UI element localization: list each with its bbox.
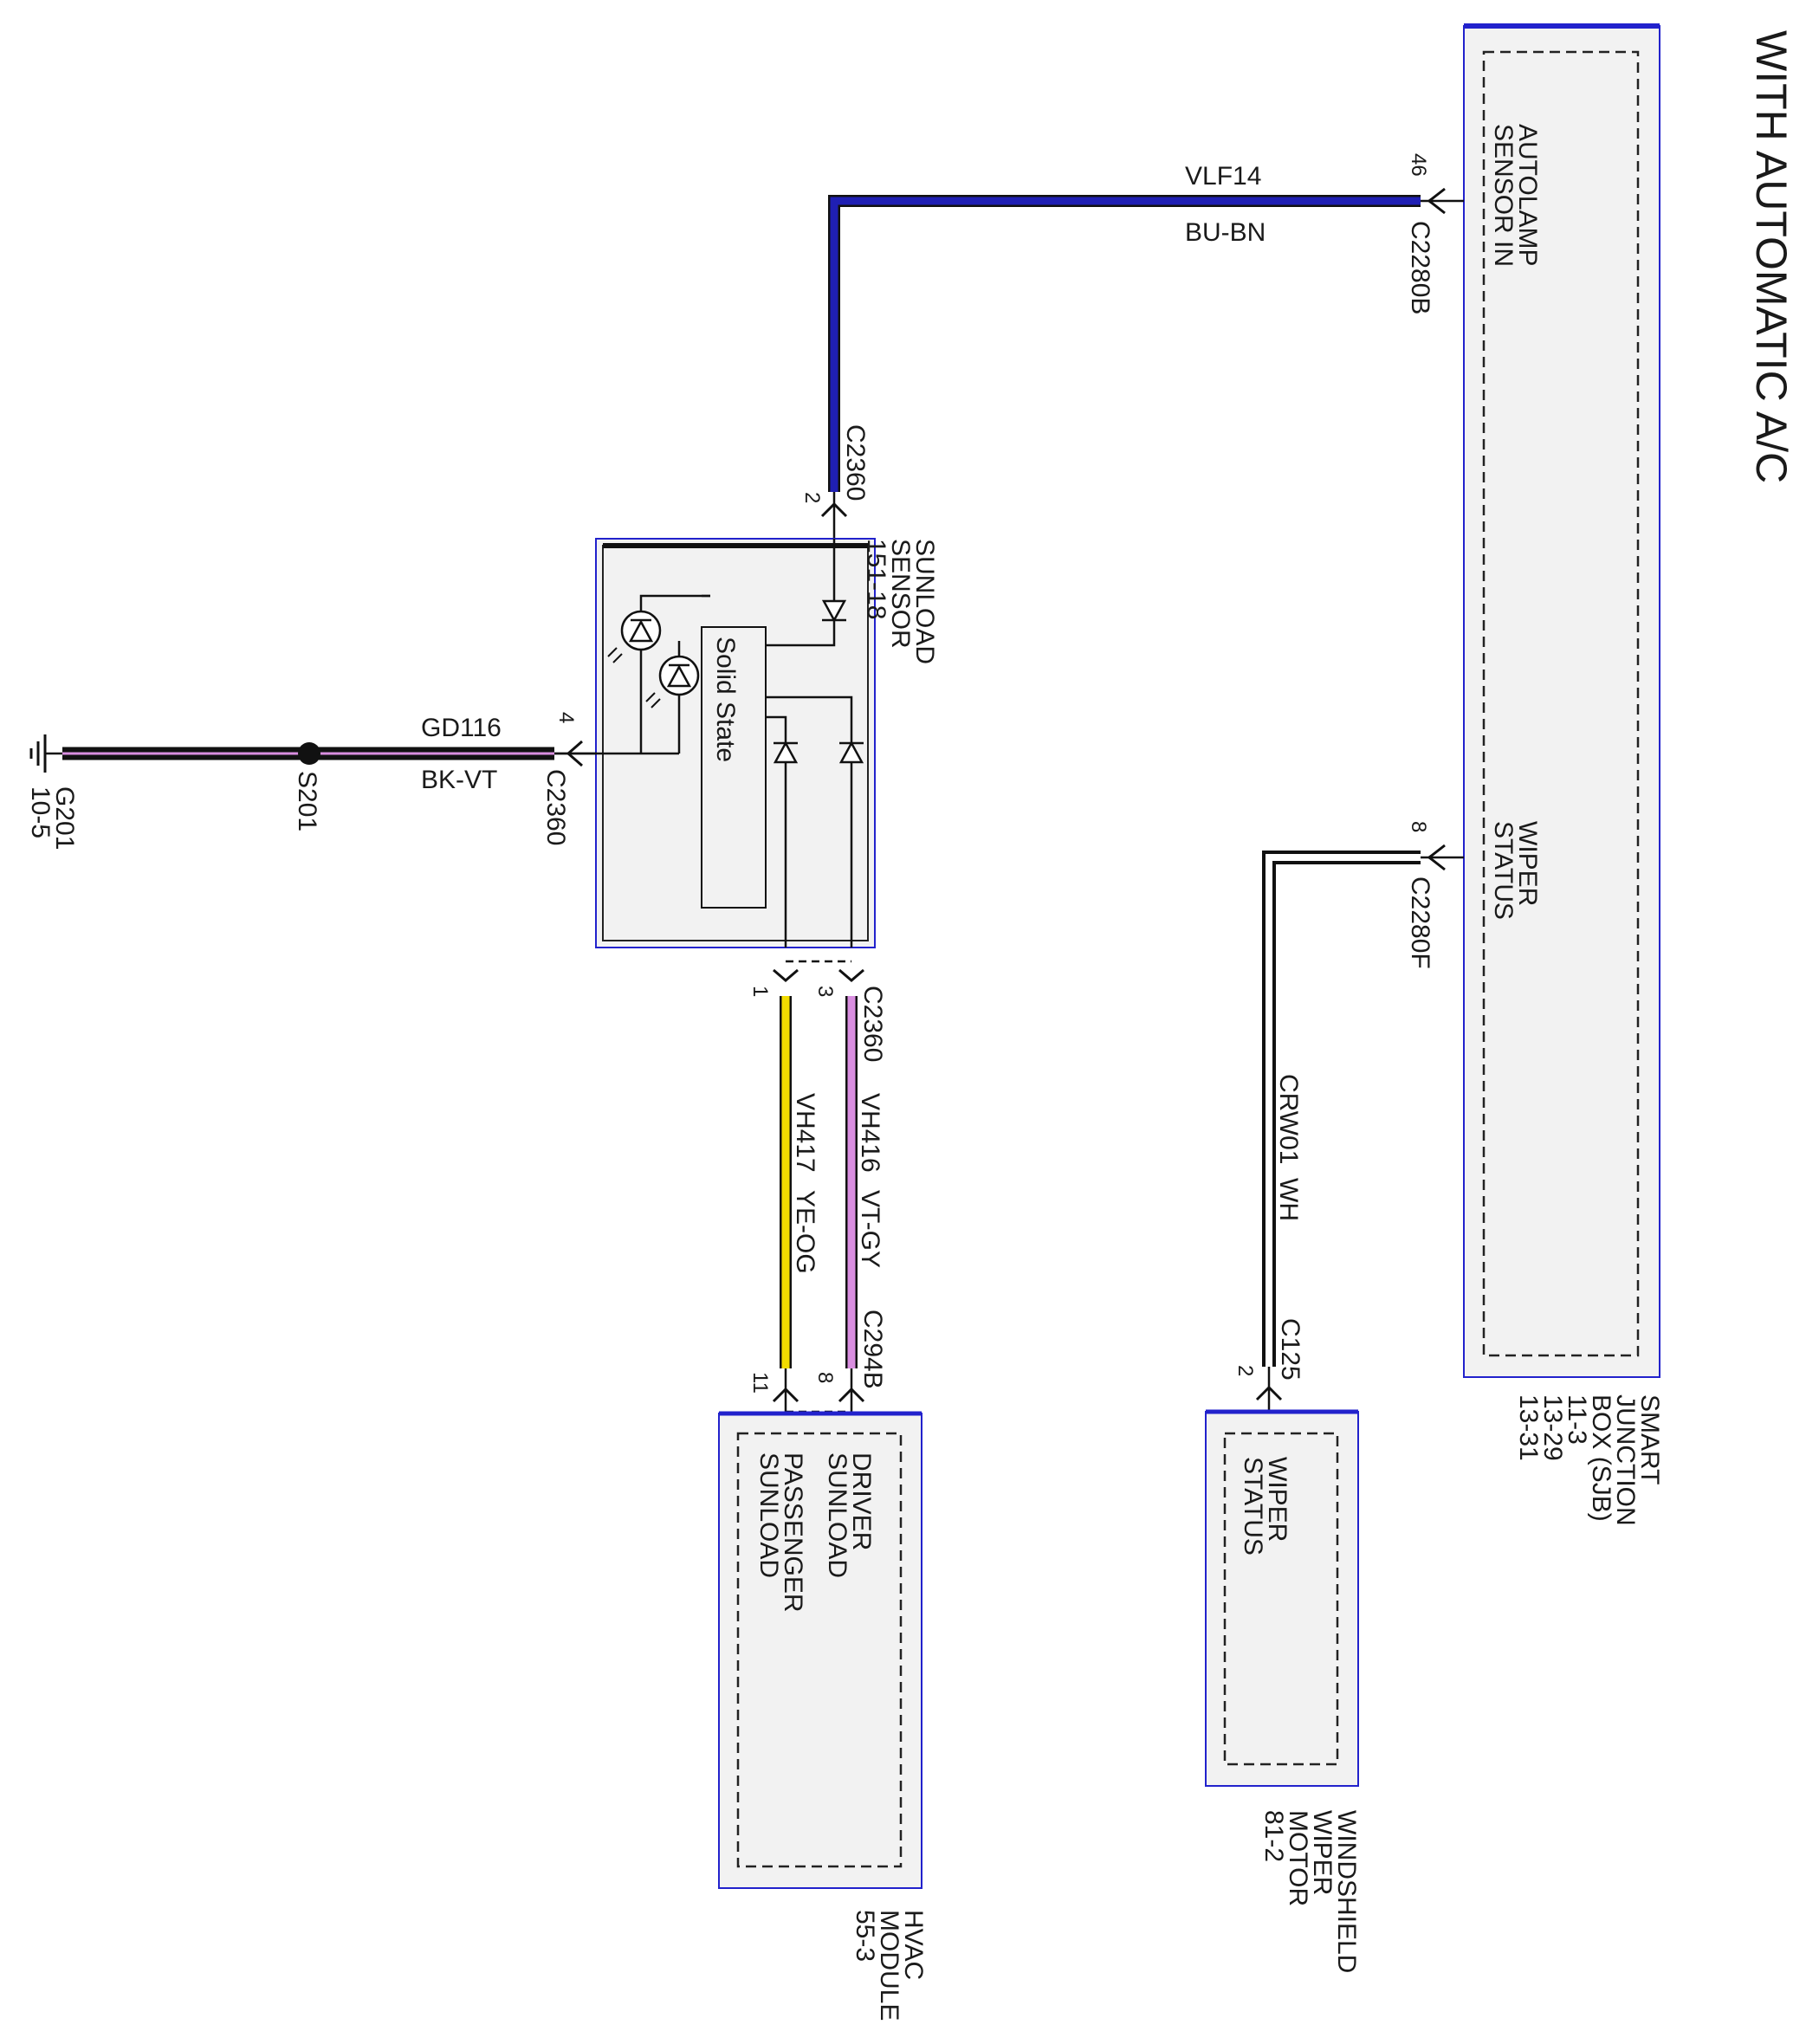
svg-text:HVAC: HVAC: [899, 1910, 928, 1980]
wire-crw01: 8 C2280F CRW01 WH: [1262, 821, 1464, 1367]
photodiode-1: [607, 610, 662, 663]
connector-c2360-bottom: C2360: [858, 986, 887, 1062]
wiper-motor-name: WINDSHIELD WIPER MOTOR 81-2: [1259, 1810, 1361, 1973]
pin-1-sunload: 1: [748, 986, 772, 997]
sunload-sensor: Solid State: [554, 538, 939, 948]
wire-vh416-color: VT-GY: [856, 1190, 884, 1268]
page-title: WITH AUTOMATIC A/C: [1747, 30, 1796, 483]
svg-text:DRIVER: DRIVER: [847, 1452, 876, 1550]
connector-c2360-top: C2360: [841, 424, 870, 501]
wire-vh417-color: YE-OG: [791, 1190, 819, 1274]
wire-vh416-circuit: VH416: [856, 1093, 884, 1173]
diode-a: [773, 741, 799, 764]
ground-g201-label: G201 10-5: [26, 786, 79, 850]
diode-b: [838, 741, 864, 764]
sunload-sensor-name: SUNLOAD SENSOR 151-18: [862, 539, 939, 664]
svg-text:SENSOR IN: SENSOR IN: [1489, 124, 1518, 267]
svg-text:13-31: 13-31: [1514, 1394, 1543, 1461]
hvac-driver-label: DRIVER SUNLOAD: [823, 1452, 876, 1578]
svg-text:SMART: SMART: [1635, 1394, 1664, 1484]
svg-text:AUTOLAMP: AUTOLAMP: [1513, 124, 1542, 267]
wire-crw01-circuit: CRW01: [1274, 1074, 1303, 1164]
pin-46: 46: [1407, 153, 1430, 177]
connector-c125: C125: [1276, 1318, 1304, 1381]
svg-text:10-5: 10-5: [26, 786, 55, 838]
wire-gd116-color: BK-VT: [421, 766, 497, 794]
wiper-status-label: WIPER STATUS: [1239, 1457, 1291, 1556]
wire-vlf14: VLF14 BU-BN 46 C2280B: [828, 153, 1464, 492]
sunload-bottom-connector: 1 3 C2360: [748, 960, 887, 1062]
wire-vlf14-color: BU-BN: [1185, 218, 1266, 247]
connector-c2360-ground: C2360: [541, 769, 570, 845]
smart-junction-box: SMART JUNCTION BOX (SJB) 11-3 13-29 13-3…: [1463, 23, 1664, 1526]
svg-text:WIPER: WIPER: [1263, 1457, 1291, 1542]
wire-vh416: VH416 VT-GY: [845, 996, 884, 1368]
svg-text:SUNLOAD: SUNLOAD: [754, 1452, 783, 1578]
splice-s201-label: S201: [293, 771, 321, 831]
wire-vh417-circuit: VH417: [791, 1093, 819, 1173]
svg-text:STATUS: STATUS: [1239, 1457, 1267, 1556]
pin-2-sunload: 2: [800, 492, 824, 503]
svg-text:JUNCTION: JUNCTION: [1611, 1394, 1640, 1526]
windshield-wiper-motor: WIPER STATUS WINDSHIELD WIPER MOTOR 81-2: [1205, 1409, 1361, 1973]
hvac-module-name: HVAC MODULE 55-3: [851, 1910, 928, 2021]
pin-11-hvac: 11: [748, 1372, 772, 1394]
pin-2-wiper: 2: [1233, 1365, 1257, 1376]
svg-text:WIPER: WIPER: [1308, 1810, 1337, 1895]
photodiode-2: [645, 655, 700, 708]
wire-vh417: VH417 YE-OG: [780, 996, 819, 1368]
diode-top: [821, 599, 847, 623]
svg-text:55-3: 55-3: [851, 1910, 879, 1962]
hvac-connector: C294B 11 8: [748, 1310, 887, 1413]
pin-3-sunload: 3: [813, 986, 837, 997]
svg-text:WIPER: WIPER: [1513, 821, 1542, 906]
svg-text:WINDSHIELD: WINDSHIELD: [1332, 1810, 1361, 1973]
wire-gd116-circuit: GD116: [421, 714, 502, 742]
svg-text:SUNLOAD: SUNLOAD: [910, 539, 939, 664]
sunload-pin-2: C2360 2: [800, 424, 870, 539]
pin-8-hvac: 8: [813, 1372, 837, 1383]
ground-symbol-icon: [29, 734, 62, 773]
connector-c2280b: C2280B: [1406, 221, 1434, 314]
hvac-passenger-label: PASSENGER SUNLOAD: [754, 1452, 807, 1613]
connector-c2280f: C2280F: [1406, 876, 1434, 969]
svg-text:PASSENGER: PASSENGER: [779, 1452, 807, 1613]
svg-text:MODULE: MODULE: [875, 1910, 903, 2021]
wire-crw01-color: WH: [1274, 1178, 1303, 1221]
sjb-name: SMART JUNCTION BOX (SJB) 11-3 13-29 13-3…: [1514, 1394, 1664, 1526]
wiper-motor-connector: C125 2: [1233, 1318, 1304, 1412]
hvac-module: DRIVER SUNLOAD PASSENGER SUNLOAD HVAC MO…: [718, 1411, 928, 2021]
svg-text:MOTOR: MOTOR: [1284, 1810, 1312, 1906]
svg-text:SUNLOAD: SUNLOAD: [823, 1452, 851, 1578]
wire-vlf14-circuit: VLF14: [1185, 162, 1261, 191]
connector-c294b: C294B: [858, 1310, 887, 1389]
svg-text:STATUS: STATUS: [1489, 821, 1518, 920]
wire-gd116: S201 GD116 BK-VT 4 C2360 G201 10-5: [26, 712, 596, 850]
sjb-autolamp-label: AUTOLAMP SENSOR IN: [1489, 124, 1542, 267]
svg-text:G201: G201: [50, 786, 79, 850]
svg-text:13-29: 13-29: [1538, 1394, 1567, 1461]
sjb-wiper-label: WIPER STATUS: [1489, 821, 1542, 920]
svg-text:11-3: 11-3: [1563, 1394, 1591, 1445]
pin-8-sjb: 8: [1407, 821, 1430, 832]
svg-text:81-2: 81-2: [1259, 1810, 1288, 1862]
svg-text:151-18: 151-18: [862, 539, 890, 619]
solid-state-label: Solid State: [711, 637, 740, 762]
splice-s201-dot: [298, 742, 320, 765]
pin-4-sunload: 4: [554, 712, 578, 723]
svg-text:BOX (SJB): BOX (SJB): [1587, 1394, 1615, 1522]
svg-text:SENSOR: SENSOR: [886, 539, 915, 649]
